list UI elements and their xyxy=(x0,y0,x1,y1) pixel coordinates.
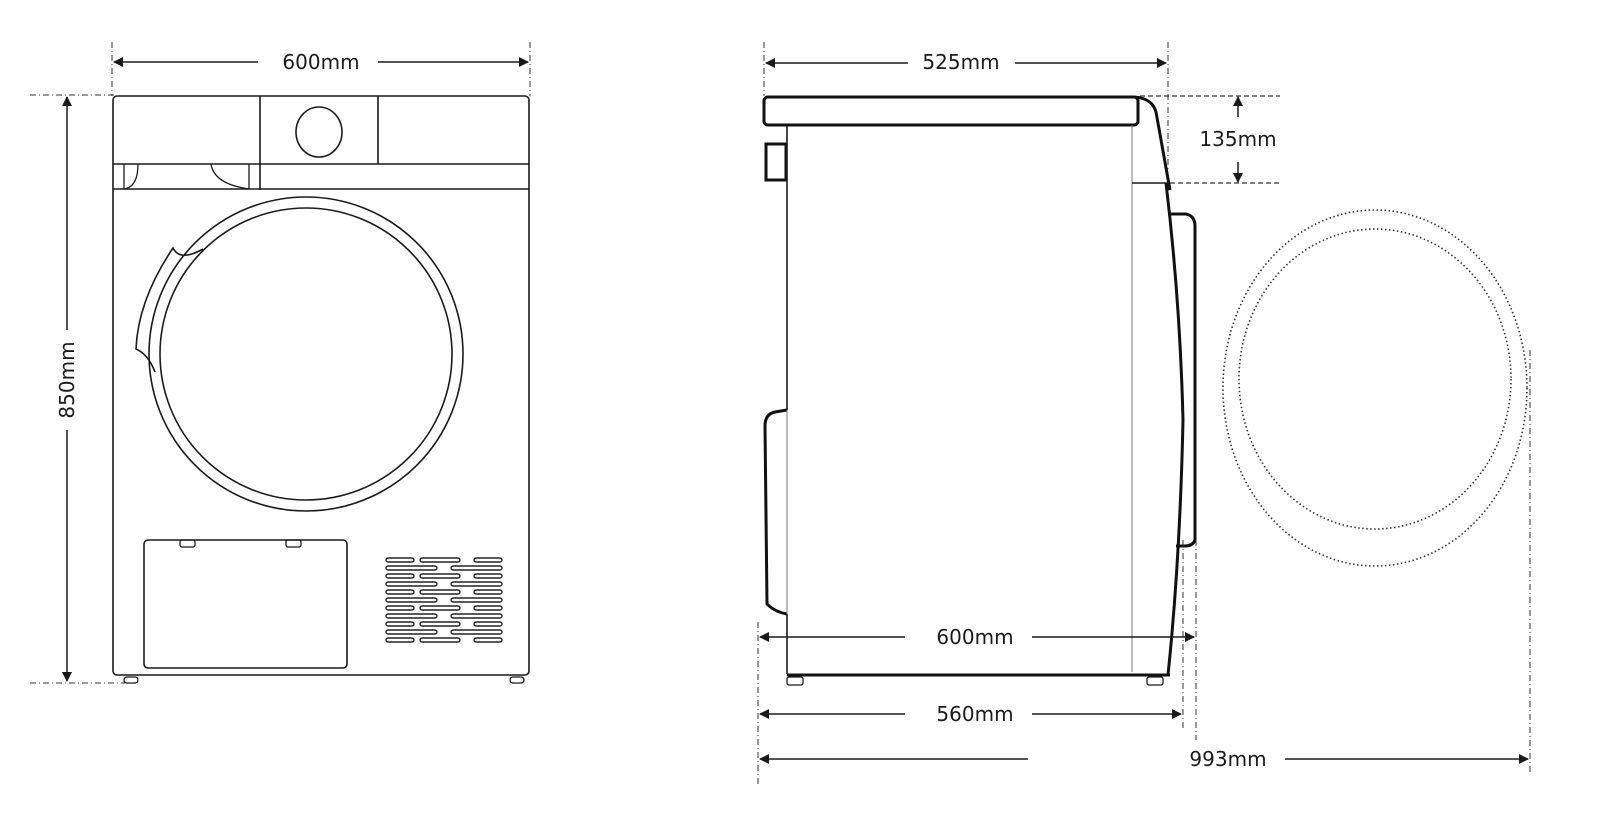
door-open-arc-inner xyxy=(1238,228,1512,530)
front-width-label: 600mm xyxy=(282,50,359,74)
door xyxy=(135,196,464,512)
front-cabinet xyxy=(112,95,530,676)
side-body-depth-label: 600mm xyxy=(936,625,1013,649)
side-top-depth-dimension: 525mm xyxy=(763,42,1169,200)
side-front-panel-curve xyxy=(1133,95,1172,191)
side-top-panel xyxy=(762,95,1140,127)
front-height-label: 850mm xyxy=(55,341,79,418)
rear-bulge xyxy=(763,408,788,616)
side-panel-height-dimension: 135mm xyxy=(1140,95,1280,184)
side-panel-height-label: 135mm xyxy=(1199,127,1276,151)
rear-connector xyxy=(764,142,788,182)
side-base-depth-label: 560mm xyxy=(936,702,1013,726)
side-view: 525mm 135mm xyxy=(757,42,1531,785)
door-handle xyxy=(135,246,204,373)
side-top-depth-label: 525mm xyxy=(922,50,999,74)
front-view: 600mm 850mm xyxy=(30,42,531,684)
control-panel xyxy=(113,96,529,190)
front-height-dimension: 850mm xyxy=(30,94,125,684)
condenser-cover xyxy=(143,539,348,669)
filter-drawer xyxy=(113,163,529,190)
side-front-foot xyxy=(1146,676,1164,686)
front-width-dimension: 600mm xyxy=(111,42,531,96)
side-base-depth-dimension: 560mm xyxy=(759,702,1182,726)
side-rear-foot xyxy=(786,676,804,686)
front-feet xyxy=(123,676,525,684)
air-vent-grille xyxy=(385,557,503,643)
door-open-arc-outer xyxy=(1222,209,1528,567)
closed-door-profile xyxy=(1164,182,1185,676)
program-dial-icon xyxy=(295,106,343,158)
door-frame xyxy=(1168,212,1197,548)
side-door-open-depth-label: 993mm xyxy=(1189,747,1266,771)
side-door-open-depth-dimension: 993mm xyxy=(759,747,1529,771)
side-body-depth-dimension: 600mm xyxy=(759,625,1195,649)
